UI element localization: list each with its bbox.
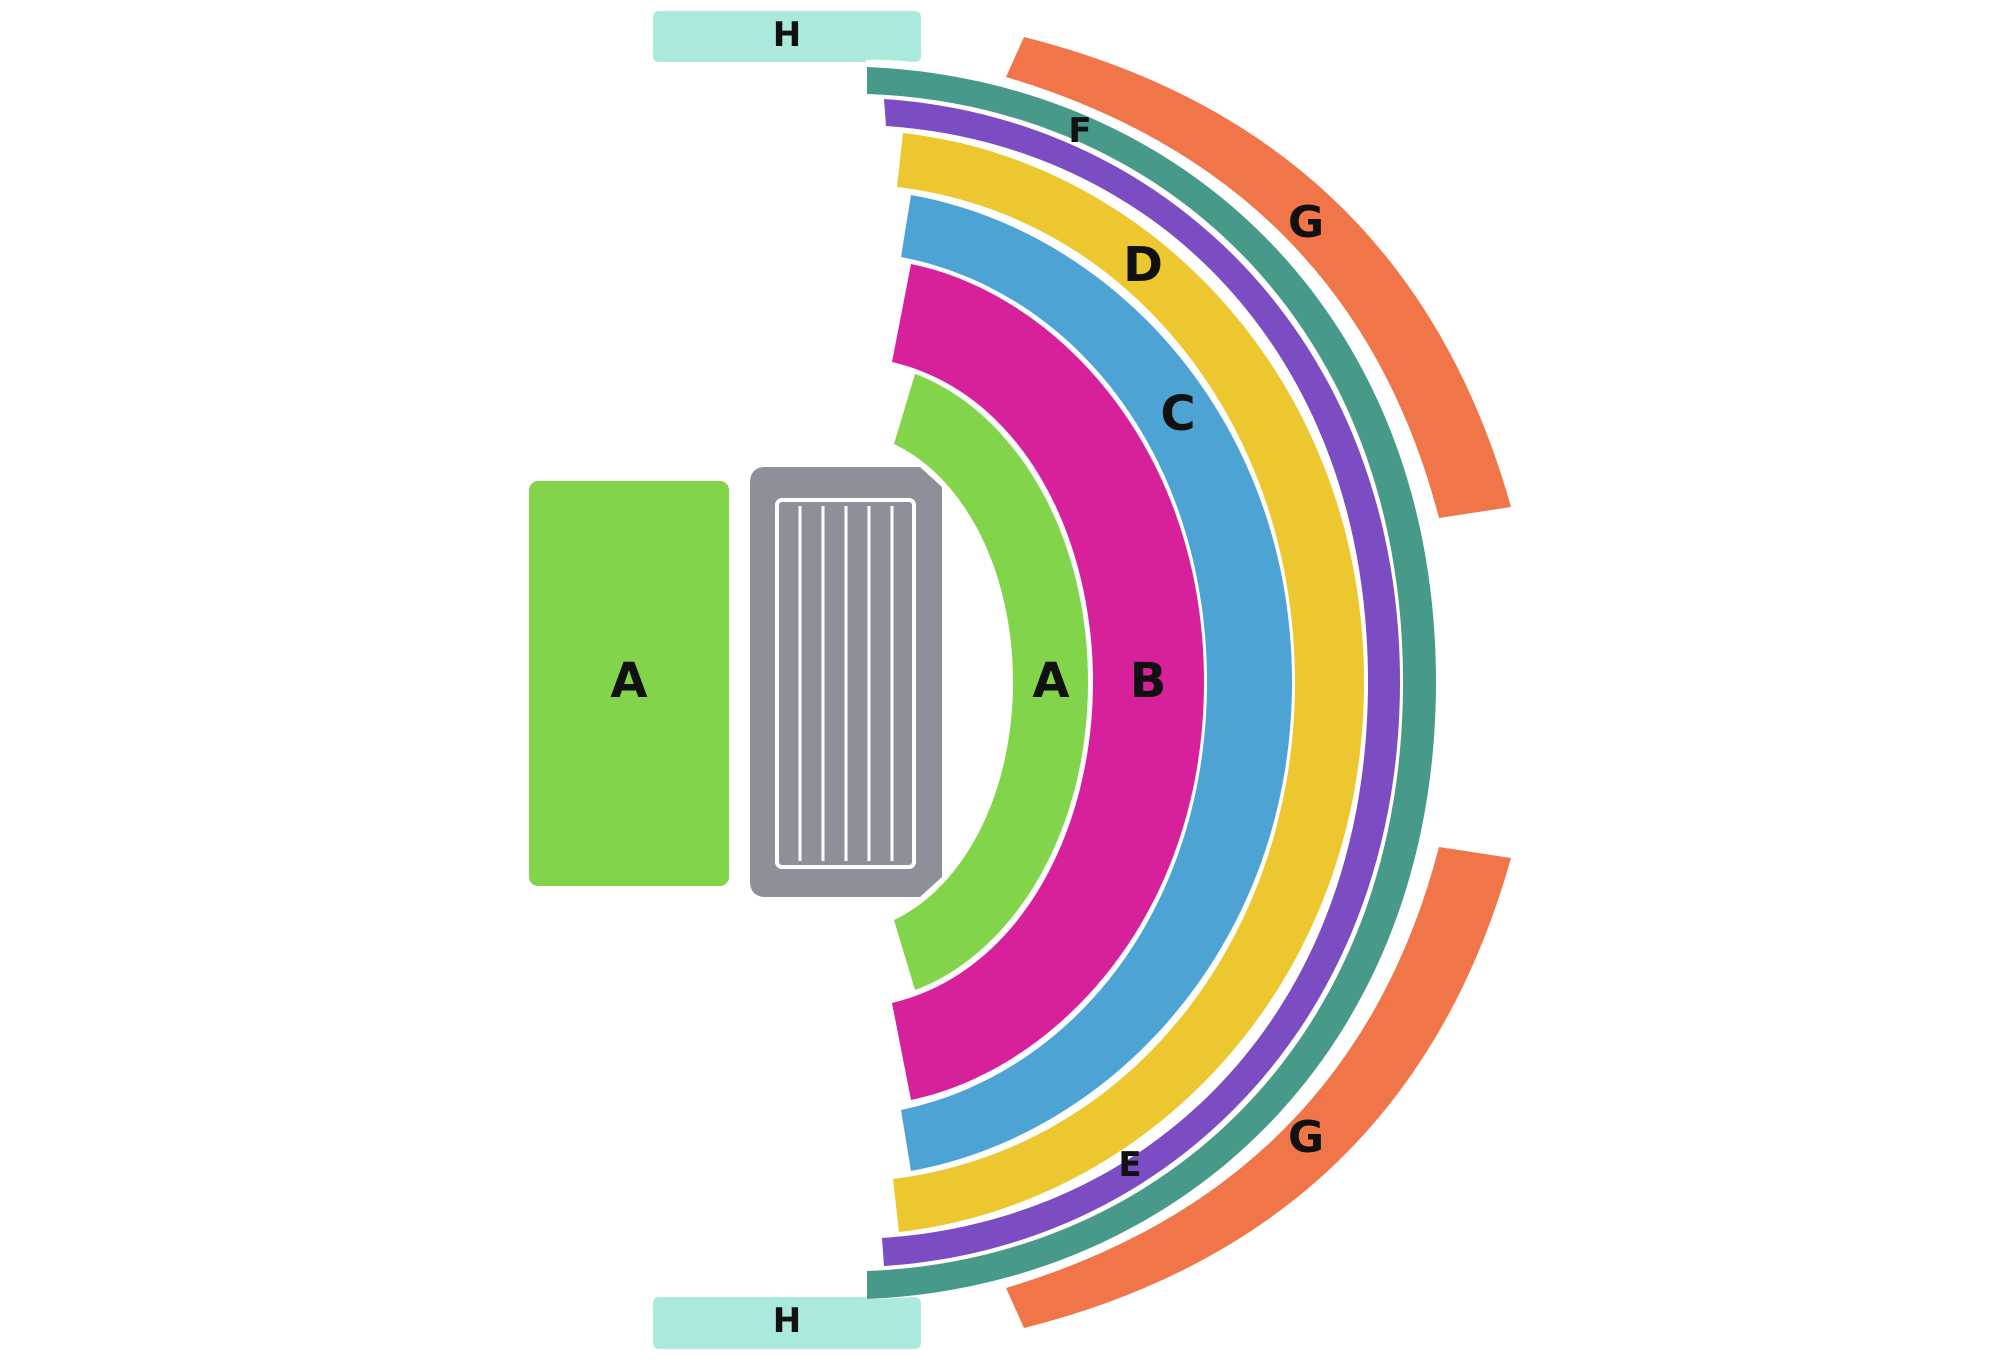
section-a-arc[interactable]	[894, 374, 1088, 990]
stage	[750, 467, 942, 897]
section-b-arc[interactable]	[892, 264, 1204, 1100]
section-a-left-block[interactable]	[529, 481, 729, 886]
section-h-top[interactable]	[653, 11, 921, 62]
section-g-top[interactable]	[1006, 37, 1511, 518]
section-c-ring[interactable]	[901, 195, 1292, 1171]
stage-inner-frame	[775, 498, 916, 869]
section-g-bottom[interactable]	[1006, 847, 1511, 1328]
section-h-bottom[interactable]	[653, 1297, 921, 1349]
section-d-ring[interactable]	[893, 133, 1364, 1232]
